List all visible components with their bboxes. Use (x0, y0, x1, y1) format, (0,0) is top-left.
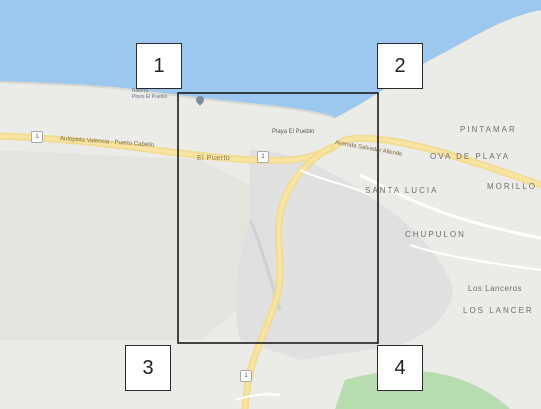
place-label-bateria: Batería Pinos El Pueblo (132, 88, 168, 100)
corner-marker-1: 1 (136, 43, 182, 89)
route-shield-icon: 1 (257, 151, 269, 163)
place-label-santa-lucia: SANTA LUCIA (365, 186, 439, 195)
place-label-ova-de-playa: OVA DE PLAYA (430, 152, 511, 161)
place-label-pintamar: PINTAMAR (460, 125, 517, 134)
place-label-playa-el-pueblo: Playa El Pueblo (272, 129, 315, 135)
place-label-los-lanceros: Los Lanceros (468, 284, 523, 293)
place-label-los-lanceros-caps: LOS LANCER (463, 306, 534, 315)
route-shield-icon: 1 (31, 131, 43, 143)
place-label-morillo: MORILLO (487, 182, 538, 191)
corner-marker-3: 3 (125, 345, 171, 391)
place-label-chupulon: CHUPULON (405, 230, 466, 239)
place-label-el-puerto: El Puerto (197, 155, 231, 162)
route-shield-icon: 1 (240, 370, 252, 382)
corner-marker-2: 2 (377, 43, 423, 89)
corner-marker-4: 4 (377, 345, 423, 391)
